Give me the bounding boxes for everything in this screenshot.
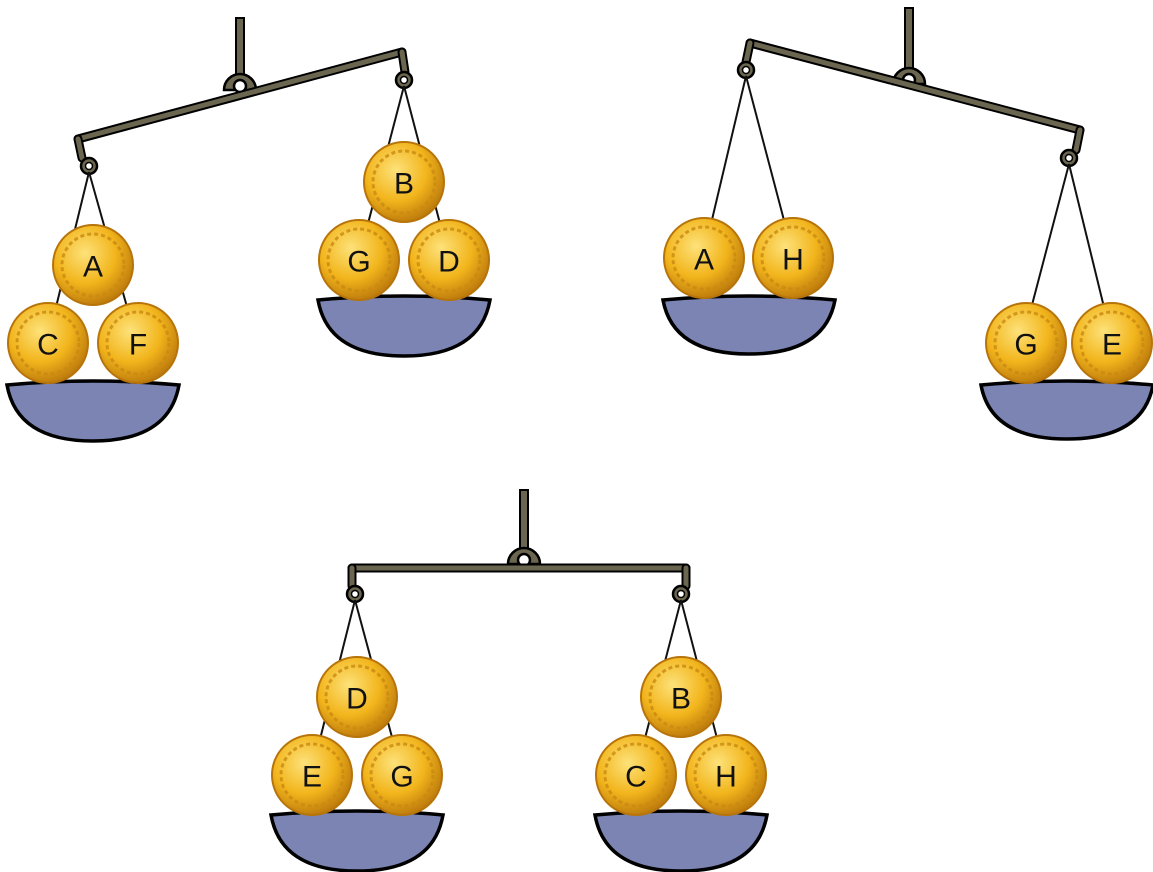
scale-3: D E G B C H bbox=[271, 490, 767, 871]
scale-2: A H G E bbox=[663, 8, 1153, 439]
coin-label: H bbox=[715, 761, 737, 794]
beam-right-drop bbox=[402, 52, 405, 72]
coin: C bbox=[596, 735, 676, 815]
coin-label: H bbox=[782, 244, 804, 277]
coin: A bbox=[53, 225, 133, 305]
pan-bowl bbox=[271, 811, 443, 871]
coin-label: E bbox=[1102, 329, 1122, 362]
coin: G bbox=[319, 220, 399, 300]
coin: H bbox=[686, 735, 766, 815]
coin-label: B bbox=[671, 683, 691, 716]
coin-label: C bbox=[37, 329, 59, 362]
coin-label: G bbox=[347, 246, 370, 279]
coin-label: A bbox=[694, 244, 714, 277]
pan-bowl bbox=[318, 296, 490, 356]
coin-label: D bbox=[438, 246, 460, 279]
coin-label: C bbox=[625, 761, 647, 794]
hook-hole bbox=[1066, 155, 1073, 162]
pan-bowl bbox=[595, 811, 767, 871]
coin: C bbox=[8, 303, 88, 383]
coin: A bbox=[664, 218, 744, 298]
coin: D bbox=[317, 657, 397, 737]
beam bbox=[750, 43, 1080, 130]
hook-hole bbox=[678, 591, 685, 598]
coin-label: D bbox=[346, 683, 368, 716]
coin: H bbox=[753, 218, 833, 298]
coin-label: G bbox=[390, 761, 413, 794]
hook-hole bbox=[743, 67, 750, 74]
hook-hole bbox=[352, 591, 359, 598]
coin: G bbox=[986, 303, 1066, 383]
coin: E bbox=[1072, 303, 1152, 383]
pan-bowl bbox=[7, 381, 179, 441]
coin-label: B bbox=[394, 168, 414, 201]
coin-label: F bbox=[129, 329, 147, 362]
coin: B bbox=[364, 142, 444, 222]
coin: B bbox=[641, 657, 721, 737]
coin-label: A bbox=[83, 251, 103, 284]
coin: E bbox=[272, 735, 352, 815]
pan-bowl bbox=[663, 296, 835, 354]
coin-label: E bbox=[302, 761, 322, 794]
coin-label: G bbox=[1014, 329, 1037, 362]
coin: D bbox=[409, 220, 489, 300]
pan-bowl bbox=[981, 381, 1153, 439]
hook-hole bbox=[86, 163, 93, 170]
coin: G bbox=[362, 735, 442, 815]
hook-hole bbox=[401, 77, 408, 84]
scale-1: A C F B G D bbox=[7, 18, 490, 441]
coin: F bbox=[98, 303, 178, 383]
